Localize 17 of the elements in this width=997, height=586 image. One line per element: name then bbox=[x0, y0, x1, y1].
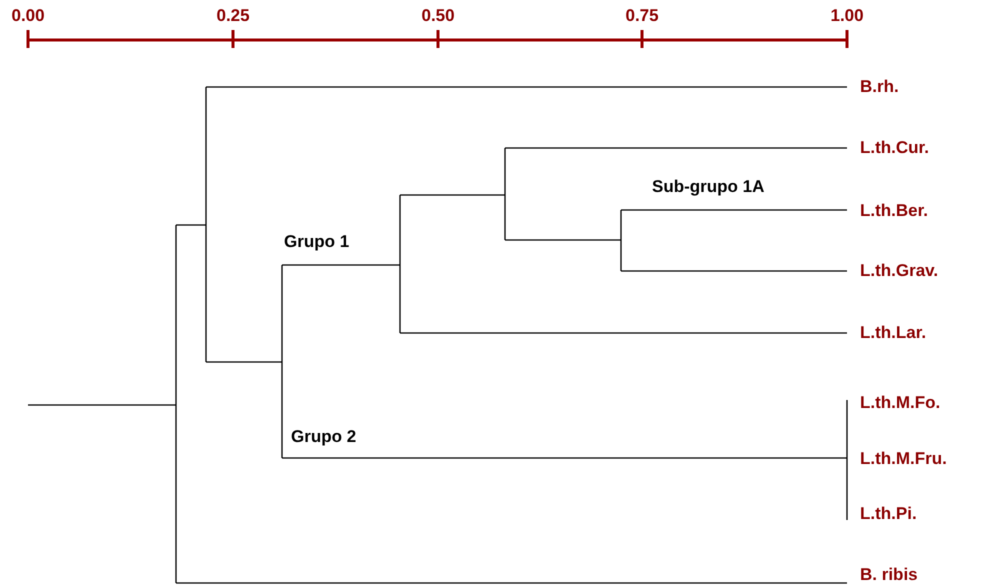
leaf-label: B. ribis bbox=[860, 565, 918, 585]
leaf-label: L.th.Grav. bbox=[860, 261, 938, 281]
axis-tick-label: 0.75 bbox=[626, 6, 659, 26]
axis-tick-label: 0.25 bbox=[216, 6, 250, 26]
axis-tick-label: 0.50 bbox=[422, 6, 455, 26]
axis-tick-label: 0.00 bbox=[12, 6, 45, 26]
cluster-label: Grupo 2 bbox=[291, 427, 356, 447]
leaf-label: L.th.Pi. bbox=[860, 504, 917, 524]
leaf-label: L.th.Lar. bbox=[860, 323, 926, 343]
leaf-label: L.th.M.Fru. bbox=[860, 449, 947, 469]
cluster-label: Grupo 1 bbox=[284, 232, 350, 252]
leaf-label: L.th.M.Fo. bbox=[860, 393, 940, 413]
cluster-label: Sub-grupo 1A bbox=[652, 177, 764, 197]
axis-tick-label: 1.00 bbox=[830, 6, 864, 26]
leaf-label: B.rh. bbox=[860, 77, 899, 97]
leaf-label: L.th.Cur. bbox=[860, 138, 929, 158]
leaf-label: L.th.Ber. bbox=[860, 201, 928, 221]
